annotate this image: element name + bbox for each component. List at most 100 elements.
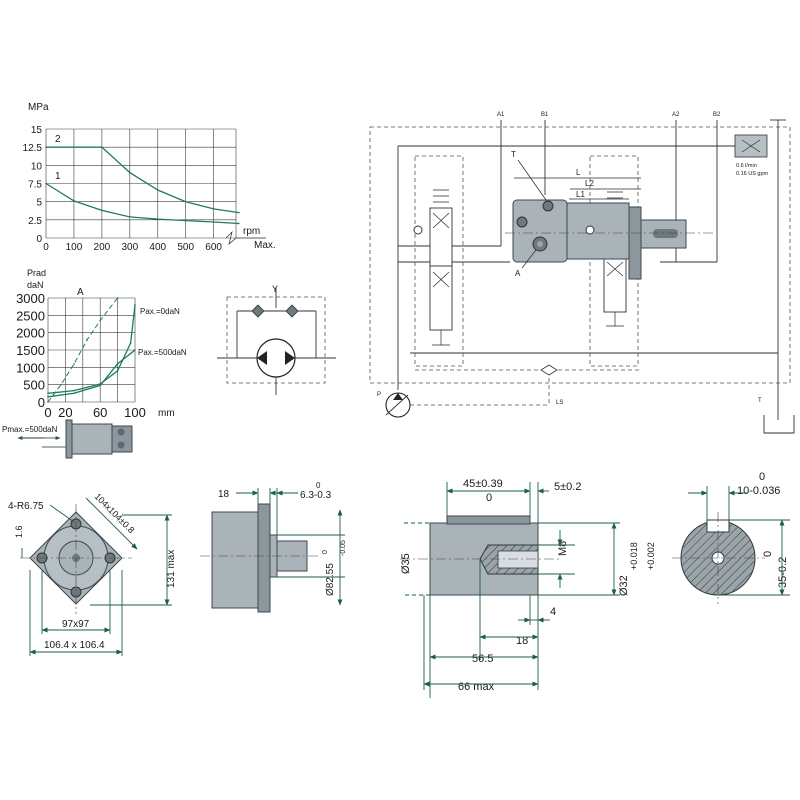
section-tol-top: 0 xyxy=(759,471,765,483)
motor-rear-housing xyxy=(512,199,568,263)
pc-point-0-5 xyxy=(212,208,215,210)
flow-label-1: 0.6 l/min xyxy=(736,163,757,169)
pc-xtick-2: 200 xyxy=(94,242,111,253)
pressure-chart-xmax: Max. xyxy=(254,240,276,251)
pc-xtick-4: 400 xyxy=(149,242,166,253)
side-pilot-tol-a: 0 xyxy=(322,550,329,554)
side-body xyxy=(211,511,259,609)
lc-series-0 xyxy=(47,304,136,394)
lc-point-0-4 xyxy=(129,342,132,344)
pc-ytick-6: 15 xyxy=(31,125,43,136)
shaft-cross-section: 0 10-0.036 0 35-0.2 xyxy=(672,471,790,604)
pc-series-0 xyxy=(46,146,239,214)
lc-point-0-0 xyxy=(47,392,49,395)
circuit-boundary xyxy=(369,126,791,384)
section-tol-side: 0 xyxy=(762,551,774,557)
shaft-d32-tol-b: +0.002 xyxy=(646,542,656,570)
shaft-len5: 5±0.2 xyxy=(554,481,581,493)
pc-xtick-3: 300 xyxy=(121,242,138,253)
pc-xtick-0: 0 xyxy=(43,242,49,253)
hydraulic-circuit: A1 B1 A2 B2 xyxy=(369,112,795,434)
pc-point-0-2 xyxy=(129,171,131,174)
pc-xtick-1: 100 xyxy=(66,242,83,253)
port-a1: A1 xyxy=(497,112,505,118)
lc-point-0-5 xyxy=(134,304,136,306)
lc-point-1-2 xyxy=(99,384,101,387)
pc-point-1-7 xyxy=(237,222,240,225)
pc-point-0-6 xyxy=(237,211,240,214)
pmax-label: Pmax.=500daN xyxy=(2,425,58,434)
motor-shaft-key xyxy=(653,229,678,238)
lc-point-1-3 xyxy=(116,363,119,365)
load-chart-xlabel: mm xyxy=(158,408,175,419)
lc-xtick-0: 0 xyxy=(44,405,51,420)
pc-point-1-0 xyxy=(45,182,47,185)
pc-point-1-5 xyxy=(184,219,187,222)
side-view: 18 0 6.3-0.3 Ø82.55 0 -0.05 xyxy=(200,481,347,613)
pc-ytick-1: 2.5 xyxy=(28,216,42,227)
motor-body xyxy=(566,202,630,260)
shaft-len45: 45±0.39 xyxy=(463,478,503,490)
curve-label-1: 1 xyxy=(55,171,61,182)
pressure-chart-ylabel: MPa xyxy=(28,102,49,113)
load-series-label-1: Pax.=500daN xyxy=(138,348,187,357)
shaft-d35: Ø35 xyxy=(400,553,412,574)
axis-break-mark xyxy=(225,230,266,245)
lc-ytick-0: 0 xyxy=(38,395,45,410)
flange-offset-label: 1.6 xyxy=(14,525,24,538)
pc-ytick-5: 12.5 xyxy=(23,143,43,154)
lc-ytick-5: 2500 xyxy=(16,308,45,323)
pc-xtick-5: 500 xyxy=(177,242,194,253)
shaft-m8: M8 xyxy=(557,541,569,556)
load-chart-ylabel-1: Prad xyxy=(27,268,46,278)
pc-point-1-3 xyxy=(129,216,131,218)
pc-point-0-4 xyxy=(184,200,187,203)
pc-point-1-4 xyxy=(156,218,159,220)
lc-xtick-1: 20 xyxy=(58,405,72,420)
lc-point-2-1 xyxy=(60,383,62,386)
side-d63: 6.3-0.3 xyxy=(300,490,332,501)
lc-point-2-4 xyxy=(99,319,101,322)
side-flange xyxy=(257,503,271,613)
lc-ytick-1: 500 xyxy=(23,378,45,393)
circuit-dim-l: L xyxy=(576,168,581,177)
tank-symbol xyxy=(763,415,795,434)
flow-label-2: 0.16 US gpm xyxy=(736,171,769,177)
load-chart-ylabel-2: daN xyxy=(27,280,44,290)
pc-point-1-2 xyxy=(101,209,103,212)
pc-point-0-3 xyxy=(156,189,159,191)
port-a2: A2 xyxy=(672,112,680,118)
lc-ytick-6: 3000 xyxy=(16,291,45,306)
lc-ytick-2: 1000 xyxy=(16,360,45,375)
shaft-key xyxy=(446,515,531,525)
load-curve-a-label: A xyxy=(77,287,84,298)
shaft-d565: 56.5 xyxy=(472,653,493,665)
curve-label-2: 2 xyxy=(55,134,61,145)
valve-symbol-top-label: Y xyxy=(272,284,278,294)
flange-diag-label: 104x104±0.8 xyxy=(93,491,137,535)
lc-point-0-1 xyxy=(73,389,75,392)
pump-label: P xyxy=(377,392,381,398)
shaft-d32: Ø32 xyxy=(618,575,630,596)
pc-ytick-4: 10 xyxy=(31,161,43,172)
flange-holes-label: 4-R6.75 xyxy=(8,501,44,512)
side-d18: 18 xyxy=(218,489,230,500)
side-pilot-tol-b: -0.05 xyxy=(340,540,347,556)
lc-point-1-0 xyxy=(47,396,49,398)
flange-overall-label: 106.4 x 106.4 xyxy=(44,640,105,651)
lc-ytick-3: 1500 xyxy=(16,343,45,358)
shaft-d66: 66 max xyxy=(458,681,495,693)
port-b1: B1 xyxy=(541,112,549,118)
circuit-dim-l2: L2 xyxy=(585,179,594,188)
pressure-chart-series xyxy=(45,146,240,225)
lc-point-2-2 xyxy=(73,363,75,365)
tank-label: T xyxy=(758,398,762,404)
side-pilot-label: Ø82.55 xyxy=(325,563,336,596)
motor-flange xyxy=(628,206,642,280)
lc-point-2-0 xyxy=(47,401,49,403)
